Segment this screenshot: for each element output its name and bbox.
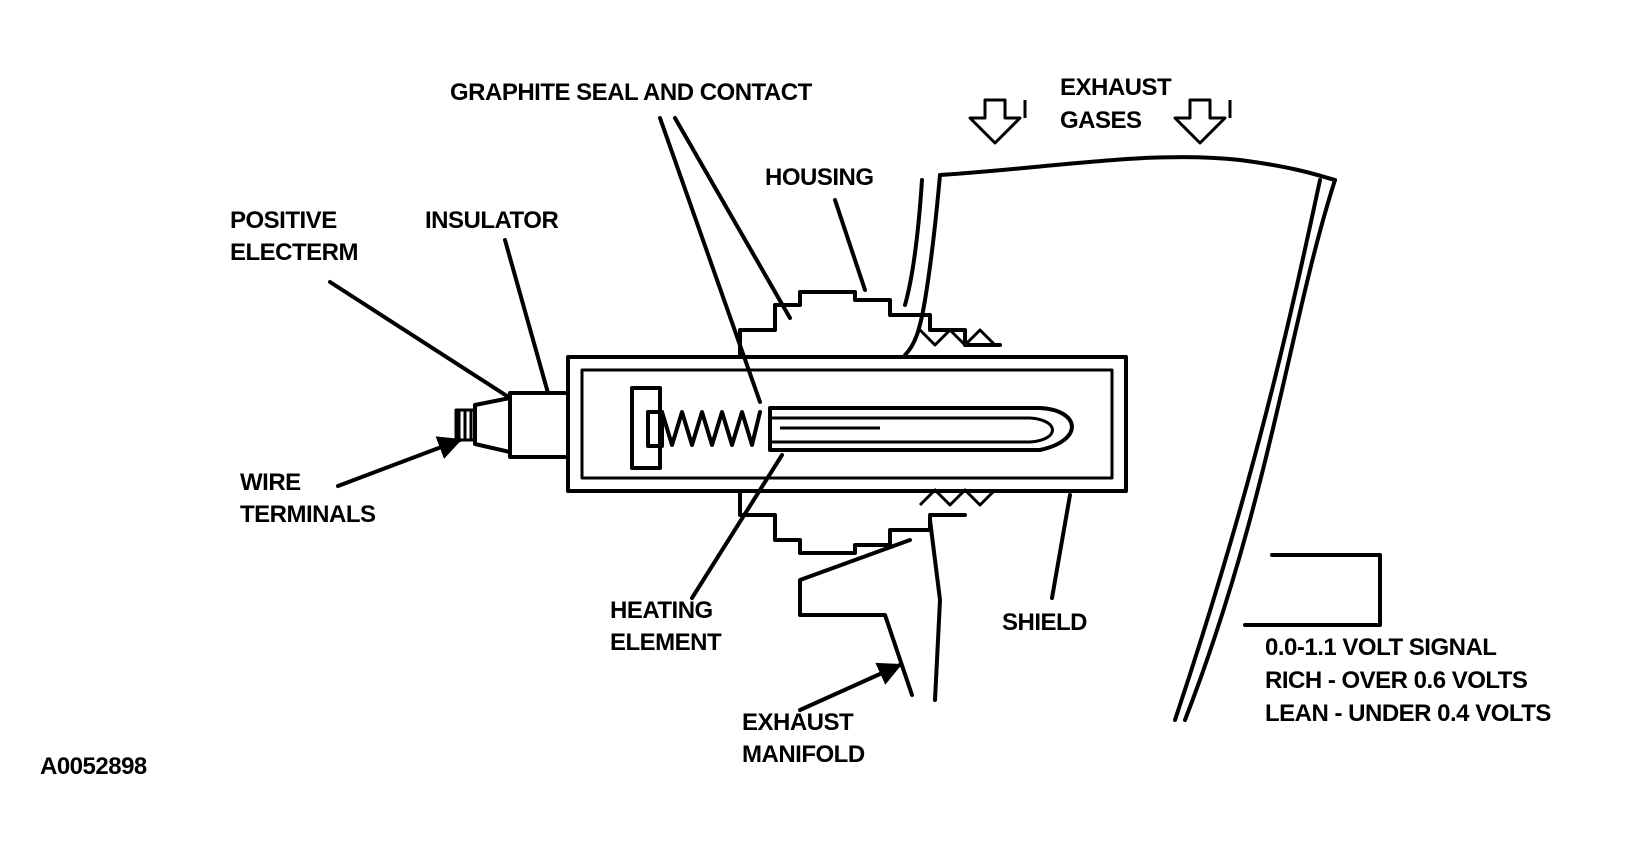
label-heating-line1: HEATING [610, 597, 713, 624]
sensor-shield [566, 355, 1128, 493]
signal-output-connector [1243, 553, 1382, 627]
label-wire-line2: TERMINALS [240, 501, 376, 528]
leader-wire-terminals [336, 436, 463, 488]
sensor-housing [738, 290, 1002, 555]
leader-housing [833, 198, 867, 292]
label-positive-line2: ELECTERM [230, 239, 358, 266]
leader-graphite-seal-2 [673, 116, 792, 320]
figure-id: A0052898 [40, 753, 147, 780]
leader-lines [328, 116, 1072, 712]
label-manifold-line1: EXHAUST [742, 709, 854, 736]
leader-insulator [503, 238, 550, 395]
exhaust-gas-arrows [968, 98, 1232, 145]
leader-exhaust-manifold [798, 662, 903, 712]
label-positive-line1: POSITIVE [230, 207, 337, 234]
label-lean: LEAN - UNDER 0.4 VOLTS [1265, 700, 1551, 727]
leader-shield [1050, 493, 1072, 600]
label-shield: SHIELD [1002, 609, 1087, 636]
leader-graphite-seal-1 [658, 116, 762, 404]
label-manifold-line2: MANIFOLD [742, 741, 865, 768]
leader-positive-electerm [328, 280, 512, 400]
labels: GRAPHITE SEAL AND CONTACT EXHAUST GASES … [40, 74, 1552, 780]
label-exhaust-gases-line2: GASES [1060, 107, 1142, 134]
label-rich: RICH - OVER 0.6 VOLTS [1265, 667, 1528, 694]
label-housing: HOUSING [765, 164, 874, 191]
exhaust-manifold [798, 518, 942, 702]
label-exhaust-gases-line1: EXHAUST [1060, 74, 1172, 101]
label-insulator: INSULATOR [425, 207, 558, 234]
sensor-element [630, 386, 1074, 470]
label-volt-signal: 0.0-1.1 VOLT SIGNAL [1265, 634, 1496, 661]
label-wire-line1: WIRE [240, 469, 301, 496]
label-heating-line2: ELEMENT [610, 629, 722, 656]
sensor-terminal [454, 391, 570, 459]
exhaust-pipe [903, 155, 1337, 722]
leader-heating-element [690, 453, 784, 600]
label-graphite-seal: GRAPHITE SEAL AND CONTACT [450, 79, 813, 106]
